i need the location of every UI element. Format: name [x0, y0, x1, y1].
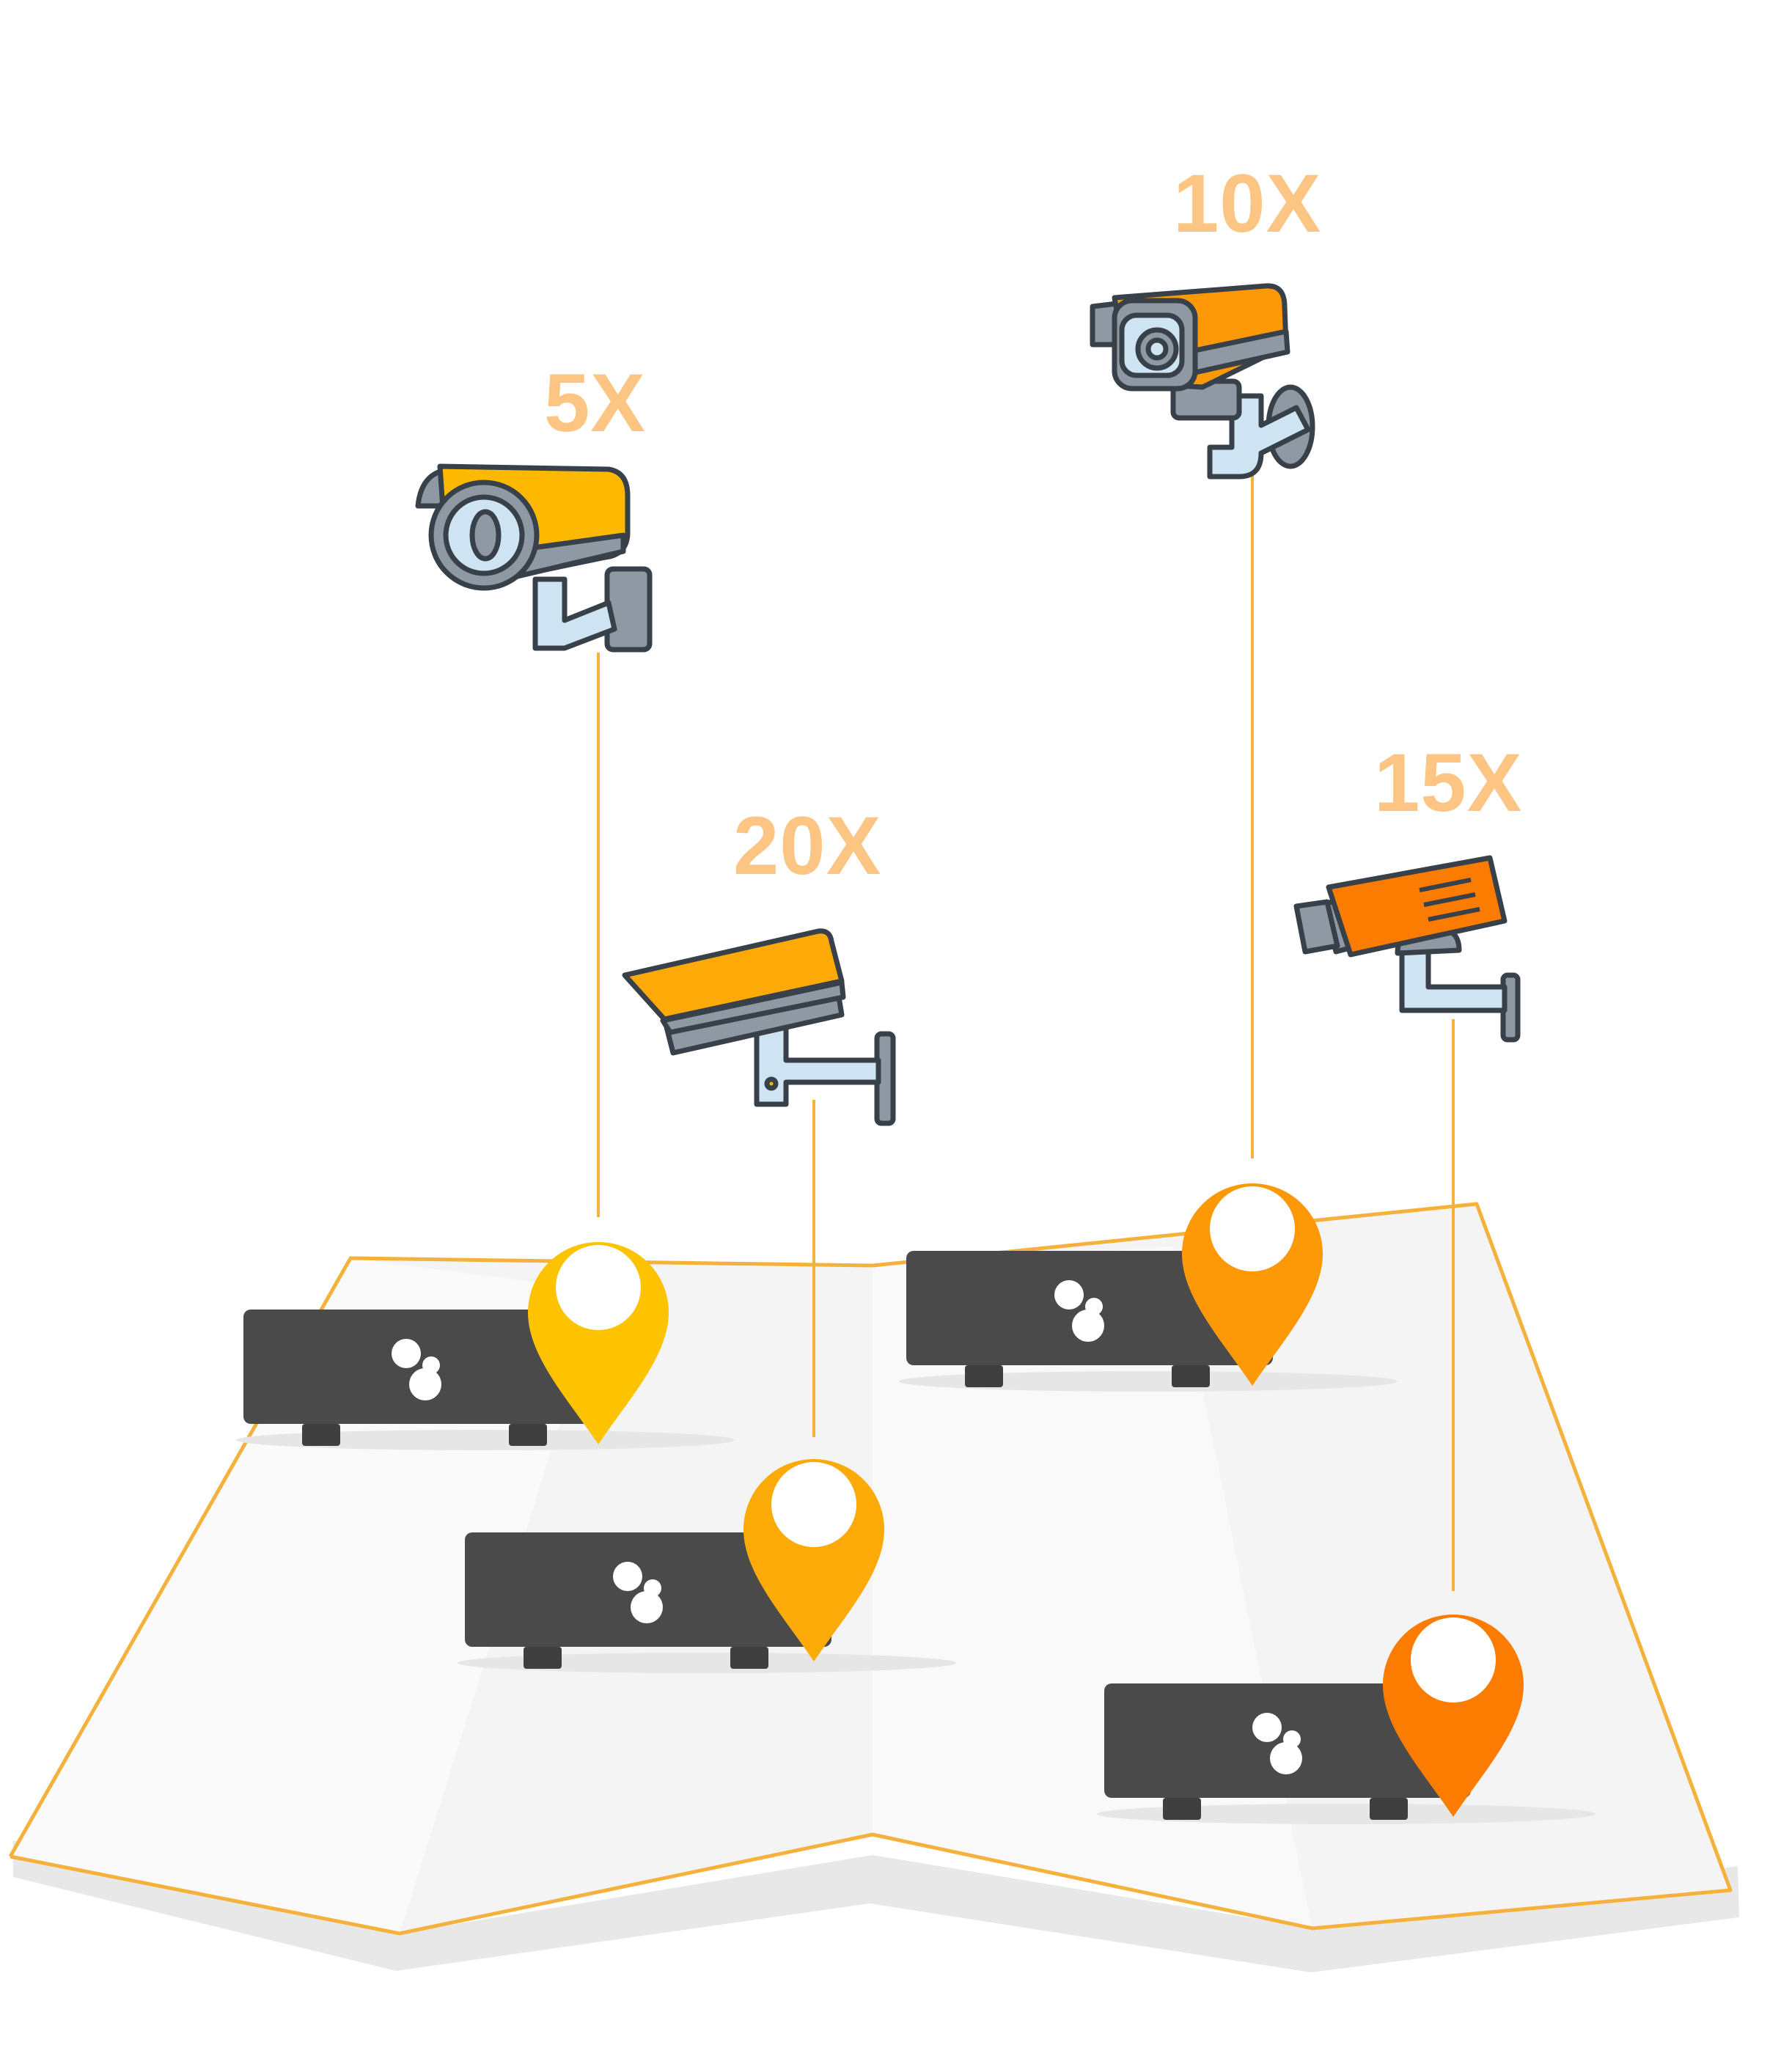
map-pin-icon-15x — [1383, 1615, 1524, 1817]
map-pin-icon-20x — [743, 1459, 884, 1661]
map-panel-left-light — [10, 1258, 601, 1933]
zoom-label-20x: 20X — [733, 800, 882, 892]
security-camera-icon-20x — [622, 928, 896, 1126]
map-pin-icon-10x — [1182, 1183, 1323, 1386]
zoom-label-10x: 10X — [1173, 158, 1322, 249]
camera-connector-lines — [597, 469, 1455, 1591]
zoom-label-15x: 15X — [1374, 737, 1523, 829]
security-camera-icon-10x — [1090, 283, 1315, 480]
security-camera-icon-5x — [415, 463, 653, 653]
security-camera-icon-15x — [1293, 855, 1521, 1043]
zoom-label-5x: 5X — [544, 357, 646, 449]
map-outline — [8, 1202, 1733, 1936]
map-shadow — [13, 1840, 1739, 1972]
map-pin-icon-5x — [528, 1242, 669, 1444]
